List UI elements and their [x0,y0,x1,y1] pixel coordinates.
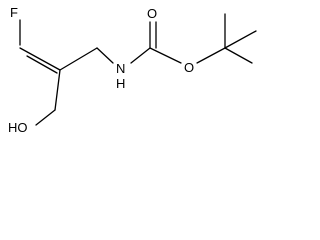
bond-ester-o-tbutyl [196,47,226,64]
bond-vinyl-double-b [26,55,58,74]
atom-nitrogen-label: N [116,61,125,76]
atom-hydroxyl-label: HO [8,120,28,135]
bond-carbonyl-ester-o [149,47,182,64]
molecule-structure-diagram: F N H O O HO [8,5,257,135]
atom-nitrogen-hydrogen-label: H [116,76,125,91]
atom-fluorine-label: F [10,5,18,20]
bond-vinyl-double-a [19,47,61,71]
bond-ch2-oh [35,109,56,126]
atom-carbonyl-oxygen-label: O [147,6,157,21]
bond-c2-ch2n [59,47,98,71]
bond-ch2-n [96,47,114,64]
bond-c2-ch2oh [54,69,61,111]
bond-tbutyl-methyl-bottom [224,47,253,64]
bond-tbutyl-methyl-right [224,30,257,49]
bond-n-carbonyl [130,47,151,64]
atom-ester-oxygen-label: O [184,60,194,75]
